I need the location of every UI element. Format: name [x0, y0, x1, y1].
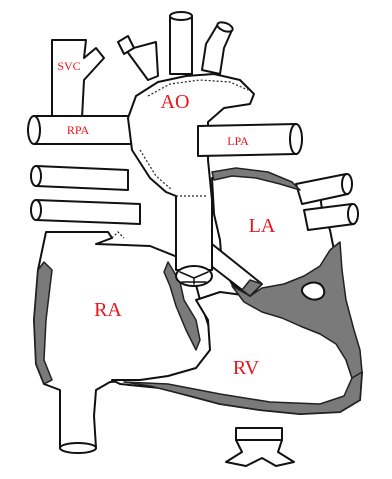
label-ao: AO: [161, 91, 190, 113]
superior-vena-cava: [52, 40, 104, 118]
label-ra: RA: [94, 299, 122, 321]
label-svc: SVC: [57, 59, 80, 73]
arch-vessels: [118, 12, 234, 80]
right-pulmonary-veins: [31, 166, 140, 224]
left-pulmonary-artery: [198, 124, 302, 156]
label-lpa: LPA: [227, 134, 249, 148]
label-rv: RV: [233, 357, 260, 379]
label-la: LA: [249, 215, 276, 237]
inferior-vena-cava: [60, 443, 96, 453]
descending-aorta: [226, 428, 294, 466]
label-rpa: RPA: [67, 123, 90, 137]
aortic-valve: [176, 266, 212, 286]
